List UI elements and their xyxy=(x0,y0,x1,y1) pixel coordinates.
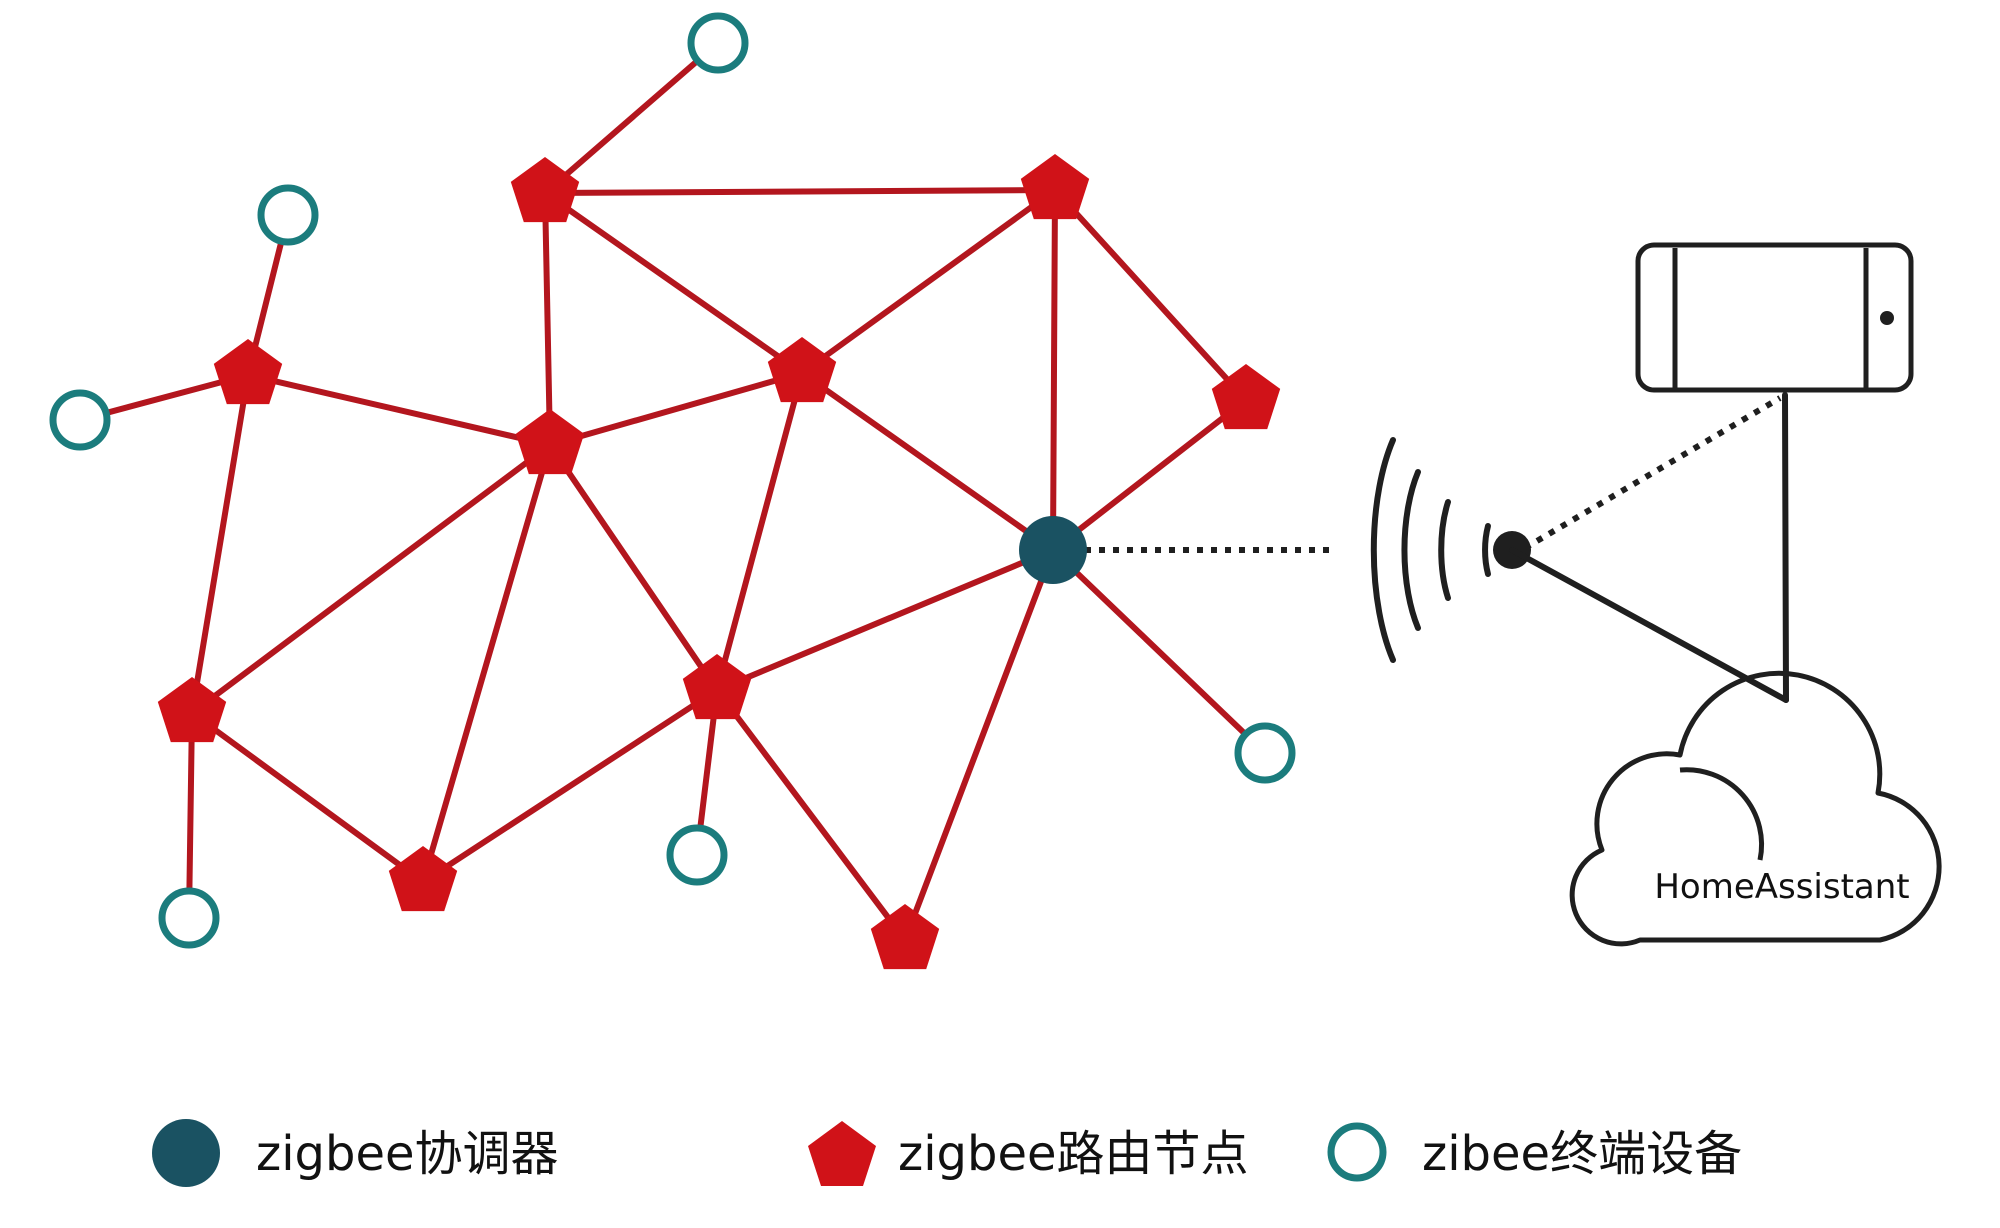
mesh-link xyxy=(189,710,426,885)
mesh-link xyxy=(714,687,908,943)
mesh-link xyxy=(1050,187,1058,553)
cloud-label: HomeAssistant xyxy=(1654,867,1909,907)
smartphone-icon xyxy=(1635,242,1914,393)
legend-end-device-label: zibee终端设备 xyxy=(1422,1126,1742,1182)
mesh-link xyxy=(542,187,1058,196)
mesh-link xyxy=(547,442,720,693)
mesh-link xyxy=(1052,187,1249,403)
end-device-node xyxy=(687,12,749,74)
coordinator-node xyxy=(1019,516,1087,584)
router-node xyxy=(388,846,458,912)
end-device-node xyxy=(666,824,728,886)
router-node xyxy=(1211,364,1281,430)
end-device-node xyxy=(158,887,220,949)
legend-end-device-icon xyxy=(1327,1122,1387,1182)
end-device-node xyxy=(49,389,111,451)
mesh-link xyxy=(1050,547,1268,756)
mesh-link xyxy=(714,547,1056,693)
router-node xyxy=(213,339,283,405)
mesh-link xyxy=(189,442,553,716)
mesh-link xyxy=(542,40,721,196)
wifi-waves-icon xyxy=(1370,437,1491,663)
router-node xyxy=(157,677,227,743)
legend-router-icon xyxy=(808,1121,876,1186)
hub-cloud-link xyxy=(1509,547,1789,703)
cloud-icon: HomeAssistant xyxy=(1569,670,1942,947)
mesh-link xyxy=(799,187,1058,376)
mesh-link xyxy=(547,370,805,448)
mesh-link xyxy=(1050,397,1249,553)
router-node xyxy=(682,654,752,720)
legend-coordinator-icon xyxy=(152,1119,220,1187)
mesh-link xyxy=(799,370,1056,553)
mesh-link xyxy=(902,547,1056,943)
legend-router-label: zigbee路由节点 xyxy=(898,1126,1249,1182)
mesh-nodes xyxy=(49,12,1296,970)
mesh-link xyxy=(245,372,553,448)
mesh-link xyxy=(714,370,805,693)
router-node xyxy=(767,337,837,403)
mesh-link xyxy=(420,687,720,885)
mesh-link xyxy=(542,190,553,448)
mesh-link xyxy=(420,442,553,885)
legend: zigbee协调器 zigbee路由节点 zibee终端设备 xyxy=(152,1119,1742,1187)
mesh-link xyxy=(186,710,195,921)
router-node xyxy=(510,157,580,223)
end-device-node xyxy=(1234,722,1296,784)
phone-cloud-link xyxy=(1782,392,1789,703)
router-node xyxy=(870,904,940,970)
router-node xyxy=(515,409,585,475)
end-device-node xyxy=(257,184,319,246)
legend-coordinator-label: zigbee协调器 xyxy=(256,1126,559,1182)
hub-phone-link xyxy=(1523,395,1782,551)
router-node xyxy=(1020,154,1090,220)
mesh-link xyxy=(542,190,805,376)
mesh-link xyxy=(189,372,251,716)
